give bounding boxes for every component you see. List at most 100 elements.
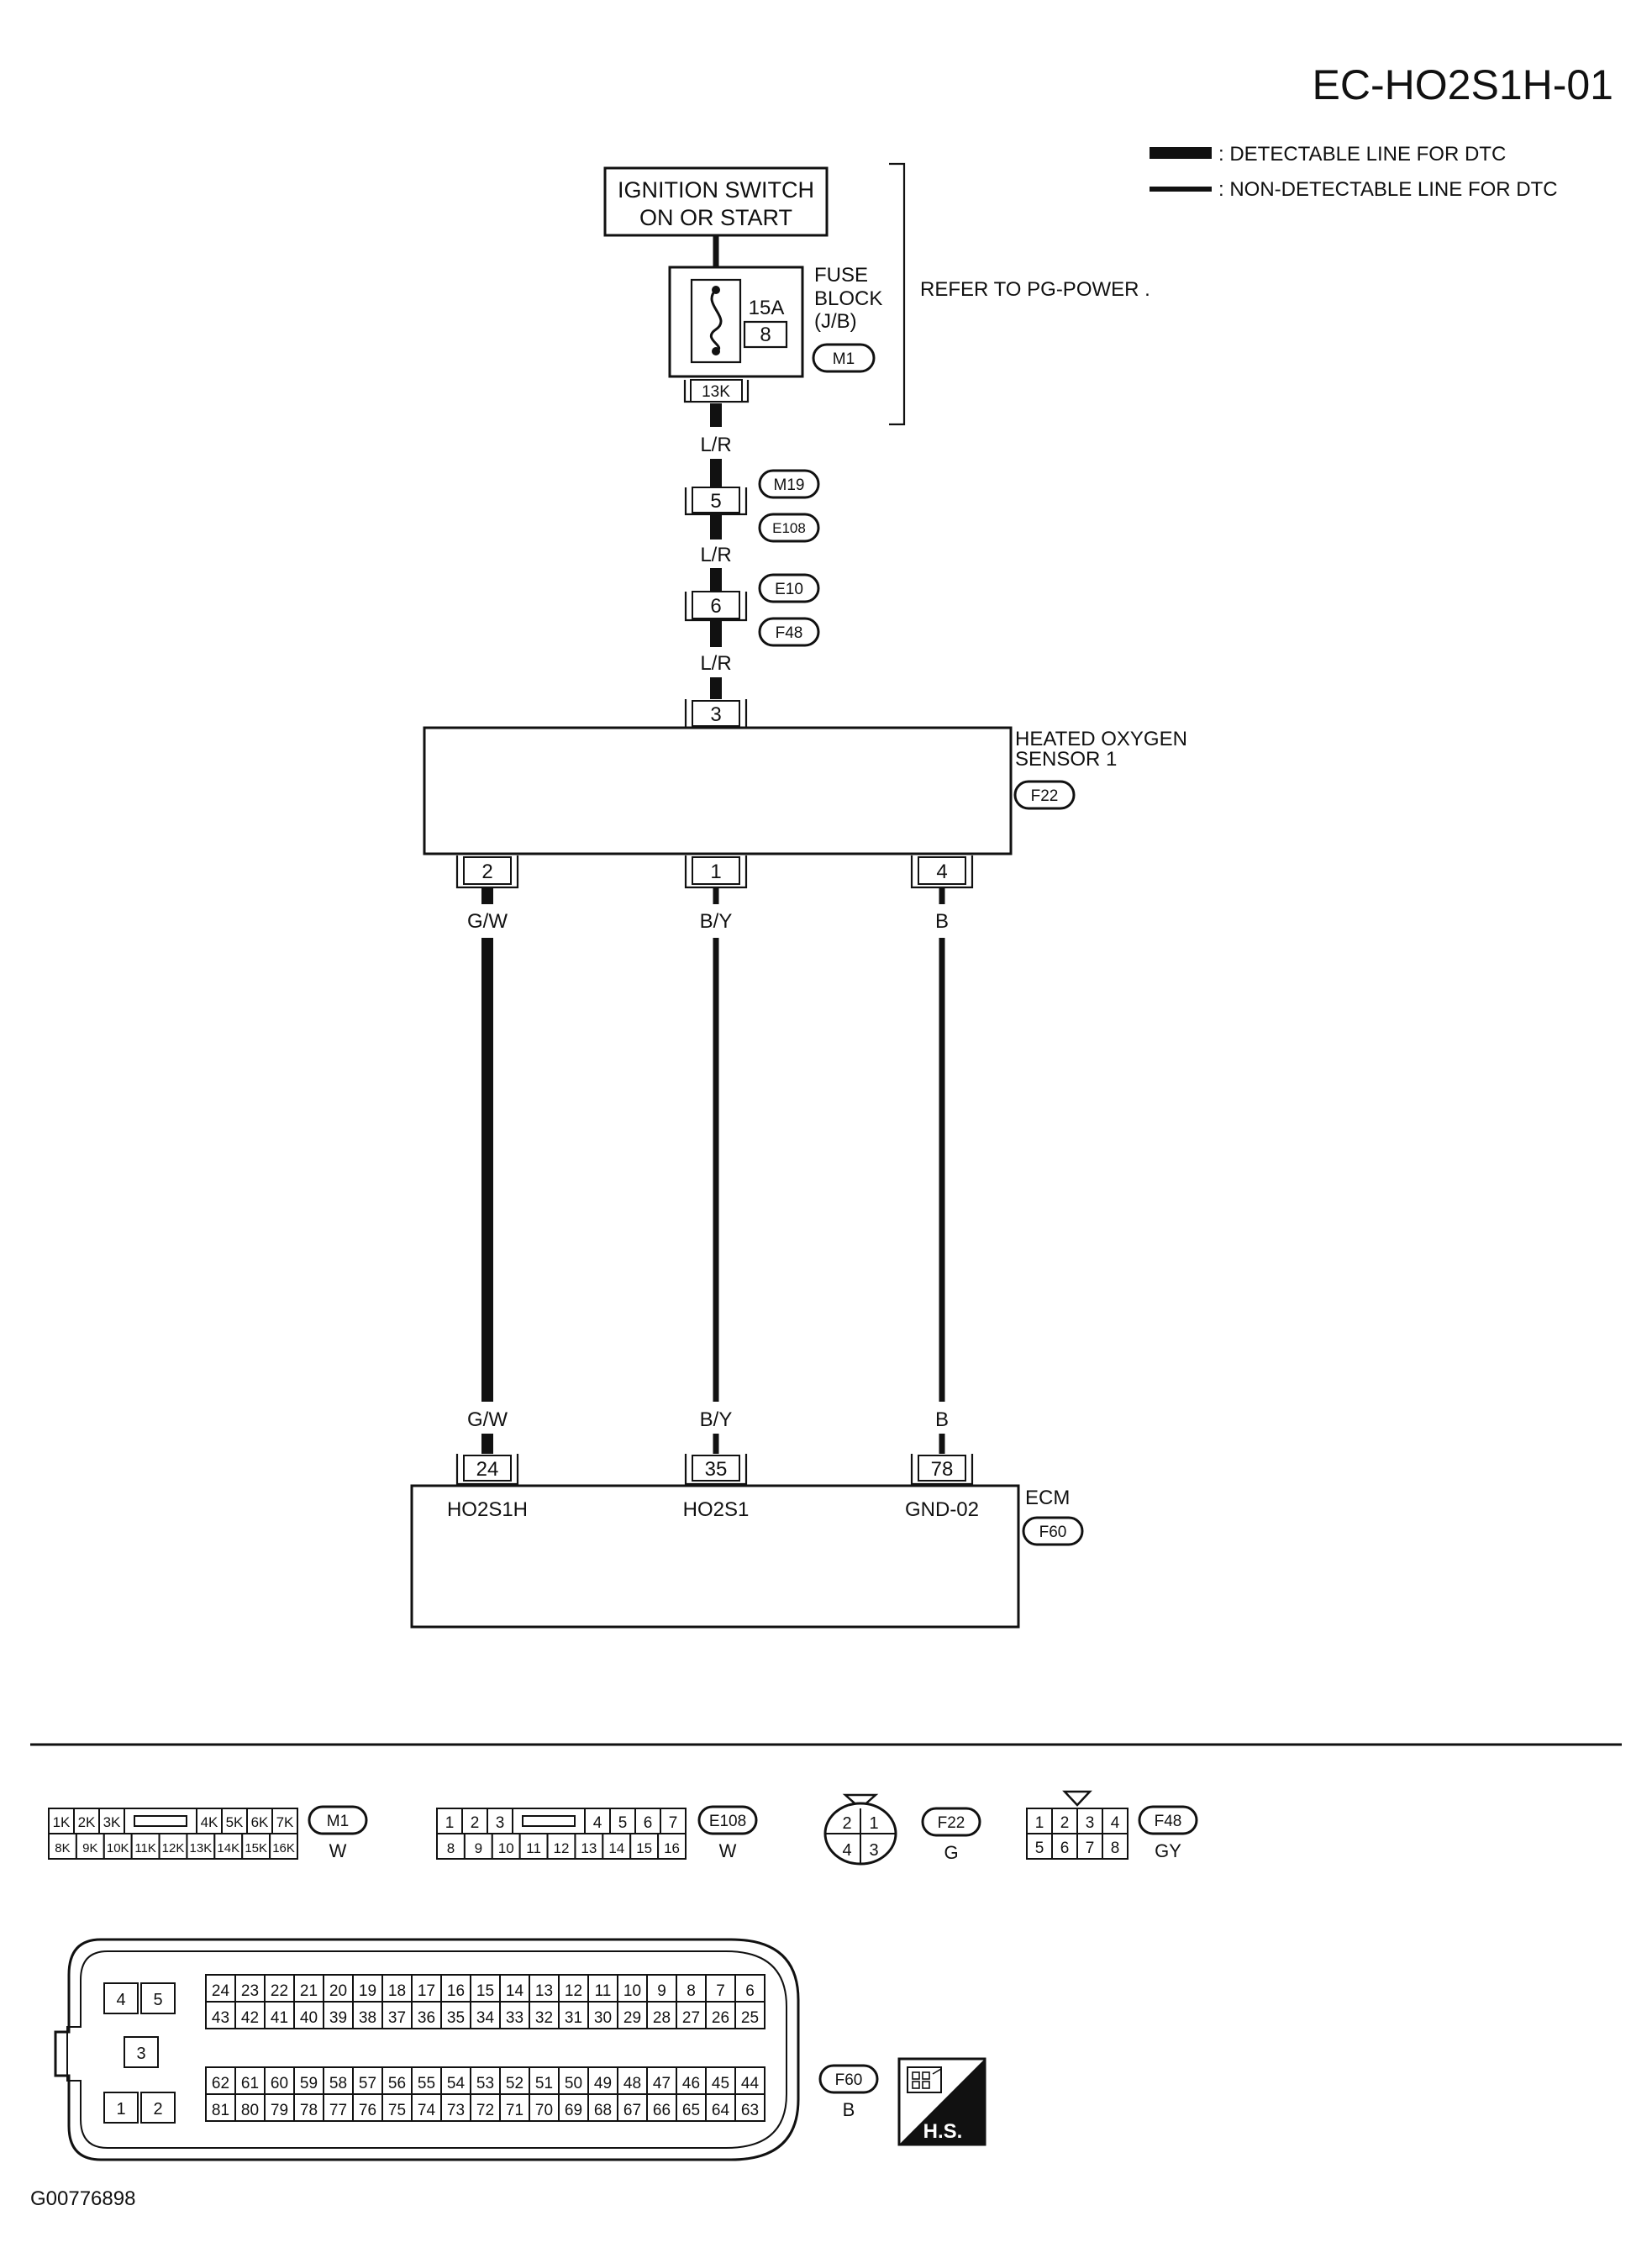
m1-color: W (329, 1840, 347, 1861)
e108-cell (660, 1808, 687, 1834)
m1-id: M1 (327, 1813, 349, 1830)
f60-pin: 27 (682, 2009, 700, 2027)
joint-6-terminal: 6 (710, 595, 721, 618)
f60-pin: 20 (329, 1982, 347, 2000)
ignition-switch: IGNITION SWITCH ON OR START (603, 166, 829, 237)
sensor-pin-4-box (918, 856, 966, 885)
f60-power-pin: 2 (153, 2100, 162, 2119)
f60-cell (646, 2001, 677, 2029)
f60-cell (734, 2093, 765, 2122)
f60-pin: 49 (594, 2075, 612, 2092)
f60-cell (264, 2001, 295, 2029)
f60-cell (705, 2066, 736, 2095)
f60-pin: 22 (271, 1982, 288, 2000)
f60-pin: 35 (447, 2009, 465, 2027)
f60-pin: 54 (447, 2075, 466, 2092)
e108-cell (602, 1833, 632, 1860)
f60-cell (705, 2093, 736, 2122)
joint-5-conn-a: M19 (774, 476, 805, 494)
f22-pin: 4 (842, 1841, 851, 1860)
f22-pin: 2 (842, 1814, 851, 1833)
fuse-icon (709, 288, 723, 353)
f60-cell (234, 2001, 266, 2029)
e108-cell (487, 1808, 513, 1834)
f60-pin: 60 (271, 2075, 288, 2092)
joint-5-box (692, 487, 740, 513)
heated-oxygen-sensor: HEATED OXYGEN SENSOR 1 F22 (423, 726, 1187, 855)
e108-cell (574, 1833, 604, 1860)
f60-outer-shell (54, 1938, 800, 2161)
m1-pin: 8K (55, 1841, 70, 1855)
f60-pin: 43 (212, 2009, 229, 2027)
f60-pin: 56 (388, 2075, 406, 2092)
f48-pin: 4 (1111, 1814, 1120, 1832)
e108-pin: 7 (669, 1814, 678, 1832)
f60-pin: 30 (594, 2009, 612, 2027)
fuse-number: 8 (760, 324, 771, 346)
joint-5-conn-b-oval (758, 513, 820, 543)
f60-pin: 57 (359, 2075, 376, 2092)
f22-pin: 1 (869, 1814, 878, 1833)
f60-pin: 19 (359, 1982, 376, 2000)
e108-cell (463, 1833, 493, 1860)
f60-cell (470, 2093, 501, 2122)
f60-power-cell (124, 2036, 159, 2068)
joint-5-conn-b: E108 (772, 520, 806, 536)
ecm-connector-id: F60 (1039, 1524, 1067, 1541)
f60-pin: 66 (653, 2102, 671, 2119)
f60-pin: 78 (300, 2102, 318, 2119)
e108-lock-tab (522, 1815, 576, 1827)
f60-pin: 10 (623, 1982, 641, 2000)
sensor-terminal-3-box (692, 700, 740, 727)
f60-cell (529, 1974, 560, 2003)
e108-pin: 16 (664, 1840, 680, 1856)
m1-pin: 13K (190, 1841, 213, 1855)
sensor-pin-1: 1 (710, 861, 721, 883)
f60-pin: 36 (418, 2009, 435, 2027)
m1-pin: 6K (251, 1814, 269, 1830)
f60-cell (264, 1974, 295, 2003)
wire-by-color-top: B/Y (700, 910, 733, 933)
f60-pin: 72 (476, 2102, 494, 2119)
e108-pin: 11 (526, 1840, 541, 1856)
f60-pin: 45 (712, 2075, 729, 2092)
f60-inner-shell (66, 1950, 787, 2149)
ecm-label-gnd-02: GND-02 (905, 1498, 979, 1521)
f60-cell (676, 2001, 707, 2029)
hs-badge-dark-half (899, 2059, 985, 2145)
f22-id-oval (921, 1807, 981, 1837)
ecm-box (410, 1484, 1020, 1629)
f60-cell (499, 2001, 530, 2029)
sensor-name-2: SENSOR 1 (1015, 748, 1117, 771)
f60-cell (440, 2093, 471, 2122)
ecm: HO2S1H HO2S1 GND-02 ECM F60 (410, 1484, 1084, 1629)
f48-key-tab (1062, 1790, 1092, 1807)
diagram-title: EC-HO2S1H-01 (1313, 61, 1613, 108)
sensor-pin-4: 4 (936, 861, 947, 883)
f60-cell (470, 2001, 501, 2029)
m1-cell (98, 1808, 125, 1834)
m1-pin: 10K (107, 1841, 129, 1855)
f48-cell (1026, 1833, 1053, 1860)
fuse-terminal-13k-label: 13K (702, 383, 730, 401)
f60-pin: 21 (300, 1982, 318, 2000)
ecm-label-ho2s1: HO2S1 (683, 1498, 750, 1521)
fuse-number-box (743, 320, 788, 349)
f48-cell (1051, 1833, 1078, 1860)
f60-id-oval (818, 2064, 879, 2094)
f60-pin: 71 (506, 2102, 523, 2119)
ignition-switch-label-1: IGNITION SWITCH (618, 177, 814, 203)
f60-cell (323, 2093, 354, 2122)
f60-pin: 61 (241, 2075, 259, 2092)
m1-lock-tab (134, 1815, 187, 1827)
f60-pin: 23 (241, 1982, 259, 2000)
joint-5-terminal: 5 (710, 490, 721, 513)
e108-pin: 6 (644, 1814, 653, 1832)
f60-pin: 9 (657, 1982, 666, 2000)
f60-pin: 62 (212, 2075, 229, 2092)
joint-6-conn-a: E10 (775, 581, 803, 598)
f60-pin: 41 (271, 2009, 288, 2027)
sensor-connector-id: F22 (1031, 787, 1059, 805)
